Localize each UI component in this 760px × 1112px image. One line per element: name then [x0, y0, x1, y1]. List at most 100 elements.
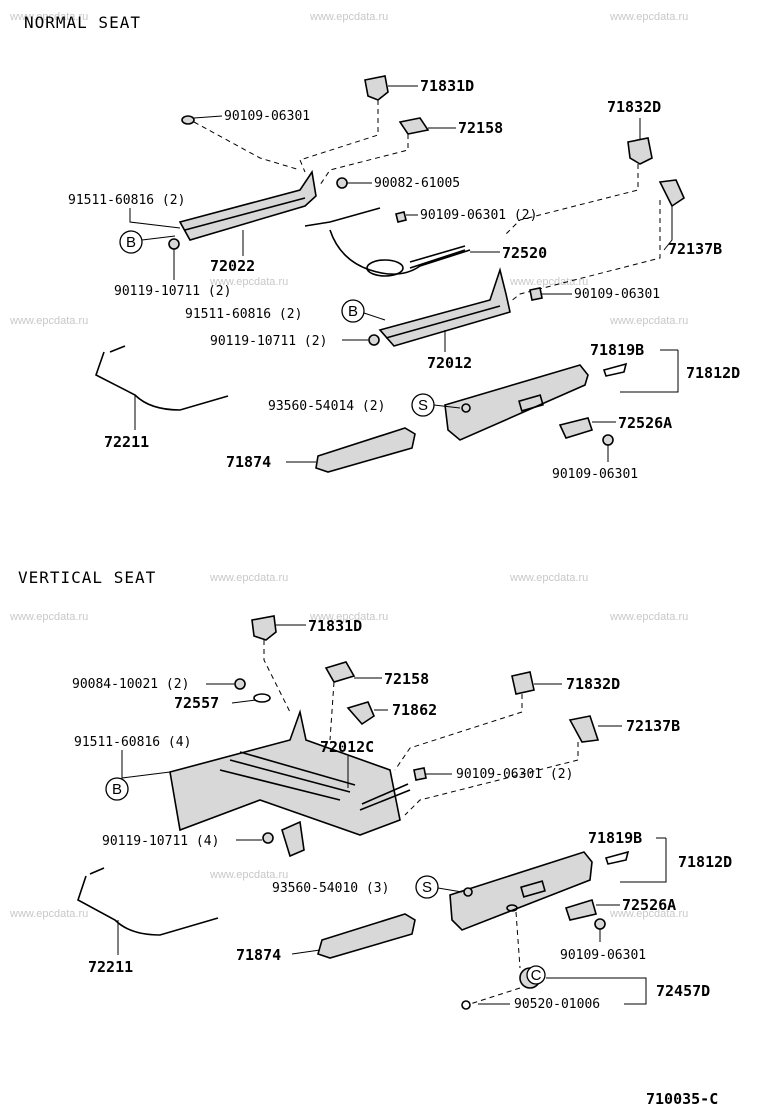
- part-72012-rail: [378, 267, 511, 347]
- watermark: www.epcdata.ru: [509, 276, 588, 288]
- leader-line: [129, 208, 181, 229]
- part-71819b: [604, 850, 630, 865]
- part-72526a: [564, 898, 598, 921]
- part-72526a: [558, 417, 594, 439]
- part-bolt: [262, 832, 274, 844]
- callout-b-letter: B: [112, 781, 122, 798]
- label-72520: 72520: [502, 244, 547, 262]
- dashed-guide: [509, 200, 661, 303]
- label-72557: 72557: [174, 694, 219, 712]
- label-91511-60816-2: 91511-60816 (2): [68, 193, 185, 208]
- rail-edge: [184, 197, 306, 231]
- dashed-guide: [319, 134, 409, 186]
- callout-c-letter: C: [531, 967, 542, 984]
- part-72137b: [658, 179, 686, 208]
- dashed-guide: [299, 100, 379, 173]
- label-72137b: 72137B: [668, 240, 722, 258]
- label-91511-60816-4: 91511-60816 (4): [74, 735, 191, 750]
- part-71874: [315, 427, 416, 473]
- part-72557-washer: [253, 693, 271, 703]
- part-bolt: [234, 678, 246, 690]
- label-72211: 72211: [104, 433, 149, 451]
- label-71862: 71862: [392, 701, 437, 719]
- watermark: www.epcdata.ru: [309, 611, 388, 623]
- part-72520-spring: [409, 245, 466, 269]
- leader-line: [121, 750, 171, 779]
- leader-line: [663, 206, 673, 251]
- label-71832d: 71832D: [607, 98, 661, 116]
- callout-s-letter: S: [418, 397, 428, 414]
- part-71812d-cover: [449, 851, 593, 931]
- cover-hole: [506, 904, 518, 912]
- label-72211: 72211: [88, 958, 133, 976]
- leader-line: [231, 699, 257, 704]
- label-72158: 72158: [384, 670, 429, 688]
- part-screw: [413, 767, 427, 781]
- label-90520-01006: 90520-01006: [514, 997, 600, 1012]
- label-90119-10711-2b: 90119-10711 (2): [210, 334, 327, 349]
- part-72211-wire: [77, 867, 219, 936]
- watermark: www.epcdata.ru: [9, 908, 88, 920]
- part-72520-cable: [304, 207, 471, 275]
- vertical-seat-diagram: 71831D 90084-10021 (2) 72557 72158 71862…: [72, 615, 732, 1012]
- part-71832d: [627, 137, 653, 165]
- watermark: www.epcdata.ru: [9, 611, 88, 623]
- watermark: www.epcdata.ru: [209, 276, 288, 288]
- label-90084-10021: 90084-10021 (2): [72, 677, 189, 692]
- part-72158: [398, 117, 430, 135]
- leader-line: [437, 887, 463, 893]
- dashed-guide: [329, 681, 335, 741]
- dashed-guide: [515, 911, 521, 969]
- label-71812d: 71812D: [678, 853, 732, 871]
- part-screw: [181, 115, 195, 125]
- dashed-guide: [504, 164, 639, 236]
- diagram-code: 710035-C: [646, 1090, 718, 1108]
- dashed-guide: [193, 121, 301, 171]
- dashed-guide: [404, 742, 579, 816]
- dashed-guide: [263, 640, 291, 713]
- callout-b: [105, 777, 129, 801]
- leader-line: [193, 115, 223, 119]
- leader-bracket: [620, 838, 667, 883]
- label-90109-06301: 90109-06301: [560, 948, 646, 963]
- label-71819b: 71819B: [590, 341, 644, 359]
- watermark: www.epcdata.ru: [309, 11, 388, 23]
- section-title-normal: NORMAL SEAT: [24, 13, 141, 32]
- label-71831d: 71831D: [420, 77, 474, 95]
- label-72022: 72022: [210, 257, 255, 275]
- part-screw: [529, 287, 543, 301]
- part-screw: [602, 434, 614, 446]
- part-71831d-clip: [364, 75, 389, 101]
- label-90109-06301-right: 90109-06301: [574, 287, 660, 302]
- label-72012: 72012: [427, 354, 472, 372]
- dashed-guide: [394, 694, 523, 771]
- rail-edge: [385, 305, 501, 339]
- label-90109-06301: 90109-06301: [224, 109, 310, 124]
- part-72520-loop: [366, 259, 404, 277]
- part-90520-01006: [461, 1000, 471, 1010]
- leader-bracket: [620, 350, 679, 393]
- part-screw: [463, 887, 473, 897]
- label-90119-10711-2: 90119-10711 (2): [114, 284, 231, 299]
- part-71819b: [602, 362, 628, 377]
- section-title-vertical: VERTICAL SEAT: [18, 568, 156, 587]
- part-bolt: [168, 238, 180, 250]
- part-bracket: [281, 820, 305, 858]
- label-93560-54014: 93560-54014 (2): [268, 399, 385, 414]
- watermark: www.epcdata.ru: [609, 908, 688, 920]
- label-71874: 71874: [236, 946, 281, 964]
- part-72022-rail: [178, 169, 317, 241]
- part-71832d: [511, 671, 535, 695]
- cover-slot: [520, 880, 546, 898]
- watermark: www.epcdata.ru: [609, 315, 688, 327]
- label-90109-06301-bottom: 90109-06301: [552, 467, 638, 482]
- part-72158: [324, 661, 356, 683]
- label-72526a: 72526A: [622, 896, 676, 914]
- part-72137b: [568, 715, 600, 743]
- watermark: www.epcdata.ru: [9, 11, 88, 23]
- label-90082-61005: 90082-61005: [374, 176, 460, 191]
- part-screw: [395, 211, 407, 223]
- label-72158: 72158: [458, 119, 503, 137]
